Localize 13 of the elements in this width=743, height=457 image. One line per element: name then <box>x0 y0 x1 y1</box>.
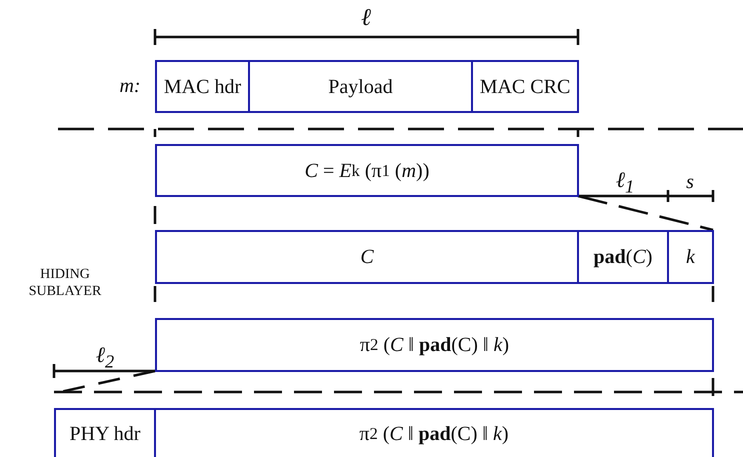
field-cell: MAC CRC <box>471 60 579 113</box>
layer-label: HIDING SUBLAYER <box>28 266 102 300</box>
field-cell: k <box>667 230 714 284</box>
dimension-label: ℓ$_{2}$ <box>96 342 114 372</box>
dimension-label: ℓ <box>361 4 371 32</box>
dimension-label: s <box>686 170 694 194</box>
field-cell: C <box>155 230 579 284</box>
field-cell: pad(C) <box>577 230 669 284</box>
dimension-label: ℓ$_{1}$ <box>616 166 634 198</box>
message-label: m: <box>119 74 141 98</box>
field-cell: PHY hdr <box>54 408 156 457</box>
field-cell: MAC hdr <box>155 60 250 113</box>
field-cell: Payload <box>248 60 473 113</box>
